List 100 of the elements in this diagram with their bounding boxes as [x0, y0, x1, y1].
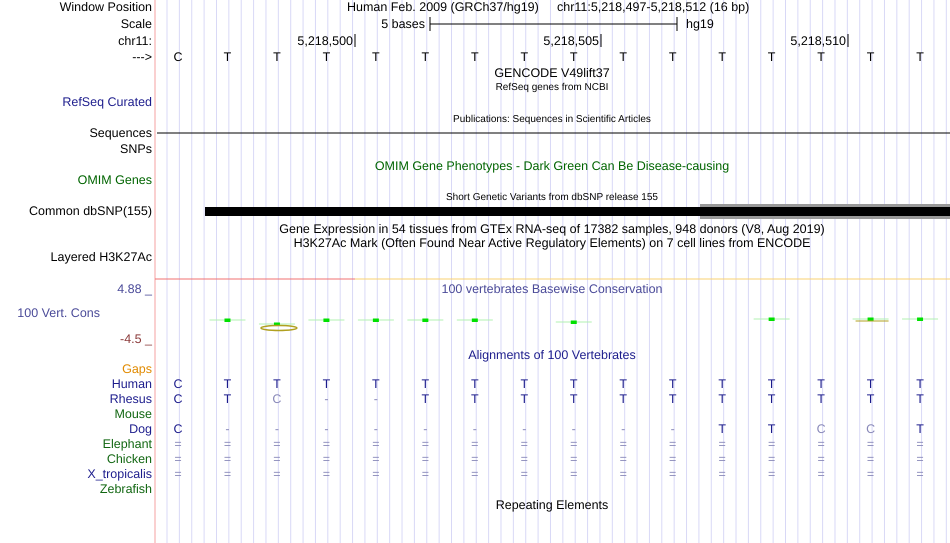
base-letter: =: [916, 452, 924, 466]
base-letter: =: [817, 452, 825, 466]
base-letter: =: [471, 466, 478, 482]
base-letter: T: [422, 50, 430, 64]
base-letter: T: [718, 422, 726, 436]
base-letter: T: [817, 376, 825, 392]
base-letter: =: [620, 436, 627, 452]
base-letter: T: [372, 50, 380, 64]
base-letter: =: [817, 466, 825, 482]
species-label: Dog: [129, 422, 152, 436]
base-letter: =: [570, 452, 578, 466]
base-letter: T: [866, 50, 874, 64]
base-letter: =: [669, 466, 676, 482]
base-letter: C: [866, 422, 876, 436]
base-letter: =: [570, 436, 578, 452]
base-letter: -: [374, 422, 378, 436]
base-letter: T: [916, 376, 924, 392]
base-letter: T: [668, 392, 676, 406]
position-number: 5,218,510: [790, 34, 846, 48]
base-letter: T: [916, 422, 924, 436]
base-letter: T: [668, 376, 676, 392]
base-letter: T: [916, 50, 924, 64]
base-letter: T: [471, 50, 479, 64]
track-title: GENCODE V49lift37: [494, 66, 610, 80]
base-letter: C: [816, 422, 826, 436]
base-letter: =: [224, 466, 232, 482]
base-letter: T: [768, 50, 776, 64]
base-letter: -: [423, 422, 428, 436]
base-letter: T: [619, 50, 628, 64]
base-letter: T: [570, 50, 578, 64]
base-letter: -: [472, 422, 477, 436]
base-letter: =: [916, 436, 924, 452]
base-letter: T: [322, 50, 330, 64]
species-label: Mouse: [114, 406, 152, 422]
species-label: Chicken: [106, 452, 152, 466]
track-label: Gaps: [122, 362, 152, 376]
base-letter: =: [718, 436, 726, 452]
base-letter: C: [173, 376, 183, 392]
base-letter: =: [620, 452, 627, 466]
base-letter: =: [174, 466, 182, 482]
base-letter: -: [324, 422, 328, 436]
base-letter: =: [520, 452, 528, 466]
track-title: 100 vertebrates Basewise Conservation: [442, 282, 662, 296]
species-label: Rhesus: [110, 392, 152, 406]
track-label: RefSeq Curated: [62, 94, 152, 110]
position-number: 5,218,505: [543, 34, 599, 48]
species-label: Elephant: [102, 436, 152, 452]
track-title: Gene Expression in 54 tissues from GTEx RNA-seq of 17382 samples, 948 donors (V8, Aug 2019): [279, 222, 825, 236]
base-letter: T: [619, 376, 628, 392]
species-label: X_tropicalis: [87, 466, 152, 482]
base-letter: =: [273, 452, 281, 466]
strand-label: --->: [132, 50, 152, 64]
track-label: Window Position: [60, 0, 152, 14]
base-letter: T: [224, 376, 232, 392]
base-letter: -: [225, 422, 230, 436]
axis-label: 4.88 _: [117, 282, 152, 296]
base-letter: =: [620, 466, 627, 482]
track-subtitle: Publications: Sequences in Scientific Articles: [453, 112, 651, 126]
base-letter: -: [274, 422, 280, 436]
base-letter: =: [224, 452, 232, 466]
track-label: Sequences: [89, 126, 152, 140]
base-letter: -: [621, 422, 626, 436]
base-letter: =: [817, 436, 825, 452]
base-letter: T: [570, 376, 578, 392]
base-letter: =: [174, 452, 182, 466]
base-letter: T: [768, 392, 776, 406]
base-letter: T: [471, 376, 479, 392]
base-letter: T: [422, 392, 430, 406]
base-letter: =: [322, 466, 330, 482]
base-letter: T: [866, 376, 874, 392]
base-letter: T: [520, 376, 528, 392]
base-letter: T: [866, 392, 874, 406]
track-subtitle: Short Genetic Variants from dbSNP release 155: [446, 190, 658, 204]
base-letter: =: [422, 466, 429, 482]
base-letter: =: [768, 436, 776, 452]
base-letter: =: [866, 452, 874, 466]
base-letter: C: [173, 50, 183, 64]
base-letter: T: [520, 392, 528, 406]
assembly-label: Human Feb. 2009 (GRCh37/hg19): [347, 0, 539, 14]
track-label: Scale: [120, 16, 152, 32]
base-letter: =: [669, 436, 676, 452]
base-letter: C: [173, 392, 183, 406]
base-letter: -: [670, 422, 675, 436]
base-letter: =: [422, 452, 429, 466]
track-label: 100 Vert. Cons: [17, 306, 100, 320]
track-label: Layered H3K27Ac: [50, 250, 152, 264]
scale-label: 5 bases: [381, 16, 425, 32]
base-letter: T: [224, 50, 232, 64]
base-letter: T: [916, 392, 924, 406]
track-label: chr11:: [118, 34, 152, 48]
base-letter: =: [916, 466, 924, 482]
base-letter: T: [668, 50, 676, 64]
base-letter: T: [718, 376, 726, 392]
base-letter: T: [768, 422, 776, 436]
base-letter: T: [570, 392, 578, 406]
base-letter: =: [372, 466, 380, 482]
track-title: H3K27Ac Mark (Often Found Near Active Regulatory Elements) on 7 cell lines from ENCODE: [294, 236, 810, 250]
base-letter: -: [324, 392, 328, 406]
base-letter: =: [322, 436, 330, 452]
base-letter: =: [768, 452, 776, 466]
